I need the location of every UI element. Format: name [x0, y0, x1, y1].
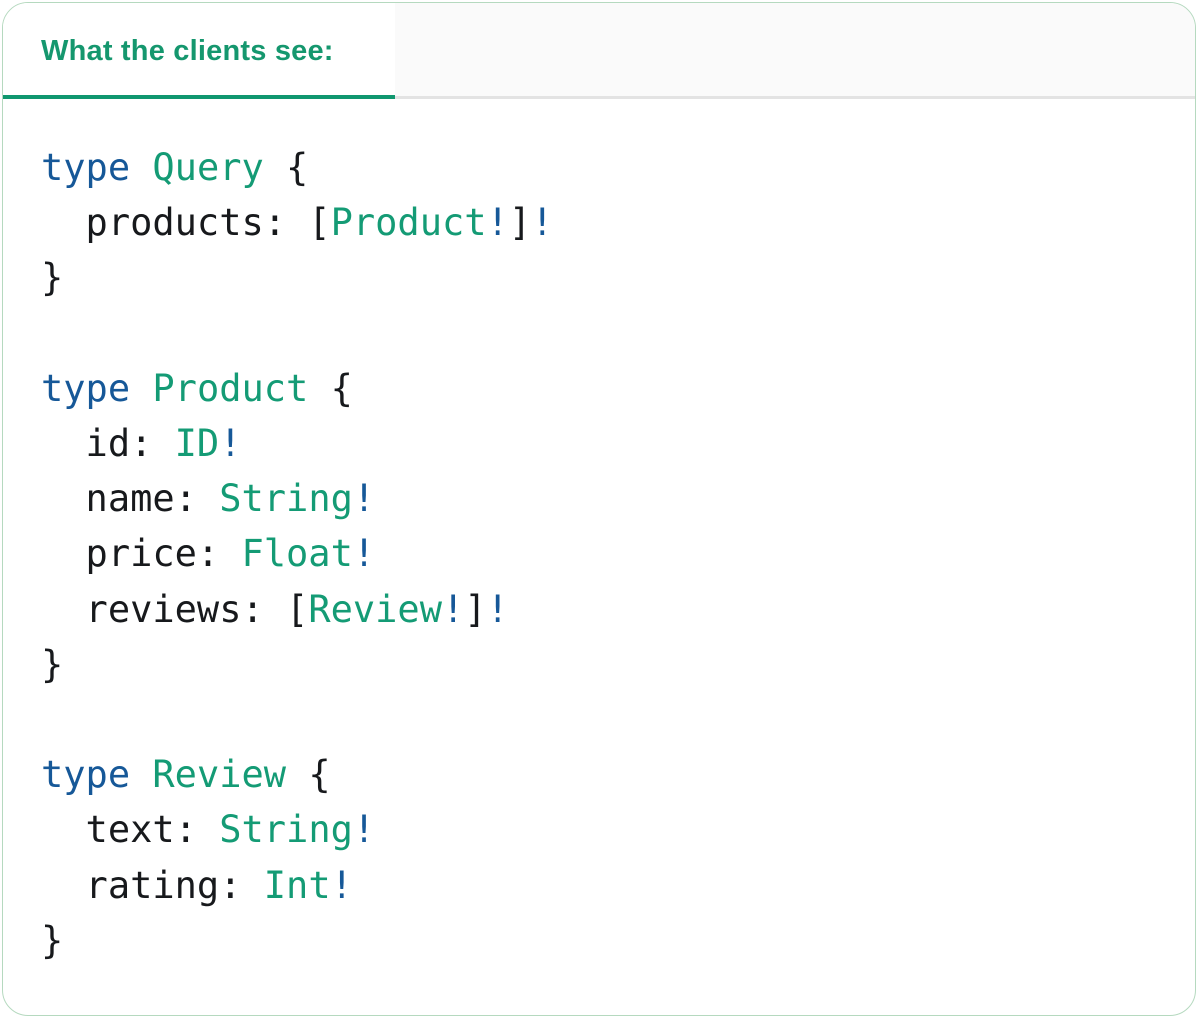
- code-token: ]: [464, 587, 487, 631]
- code-token: }: [41, 256, 64, 300]
- code-token: !: [219, 422, 242, 466]
- code-token: Review: [152, 753, 287, 797]
- code-token: name:: [41, 477, 220, 521]
- code-token: Int: [263, 863, 331, 907]
- code-token: Review: [308, 587, 442, 631]
- code-token: {: [308, 366, 353, 410]
- code-token: !: [486, 587, 509, 631]
- code-token: Float: [241, 532, 353, 576]
- code-token: reviews: [: [41, 587, 309, 631]
- code-token: !: [531, 201, 554, 245]
- code-token: [130, 367, 152, 410]
- code-token: text:: [41, 808, 220, 852]
- code-token: !: [352, 808, 376, 852]
- code-token: price:: [41, 532, 242, 576]
- code-token: {: [263, 146, 309, 189]
- code-token: }: [41, 918, 64, 962]
- tab-label: What the clients see:: [41, 34, 334, 67]
- code-token: !: [330, 863, 353, 907]
- code-token: type: [41, 146, 131, 189]
- code-block-header: What the clients see:: [3, 3, 1195, 99]
- code-token: id:: [41, 422, 175, 466]
- code-token: Query: [152, 146, 264, 189]
- code-token: Product: [152, 366, 309, 410]
- tab-active-indicator: [3, 95, 395, 99]
- code-token: products: [: [41, 201, 331, 245]
- graphql-schema-code: type Query { products: [Product!]! } typ…: [3, 99, 1195, 968]
- code-token: [130, 753, 152, 796]
- code-token: !: [486, 201, 509, 245]
- code-token: }: [41, 642, 64, 686]
- code-token: String: [219, 808, 353, 852]
- code-token: Product: [330, 201, 487, 245]
- code-token: !: [441, 587, 465, 631]
- header-divider: [3, 96, 1195, 99]
- tab-what-clients-see[interactable]: What the clients see:: [3, 3, 395, 99]
- code-token: ID: [174, 422, 220, 466]
- code-token: !: [352, 532, 376, 576]
- code-token: ]: [508, 201, 532, 245]
- code-token: type: [41, 366, 131, 410]
- code-token: [130, 146, 152, 189]
- code-token: String: [219, 477, 353, 521]
- code-token: {: [286, 753, 331, 797]
- code-token: rating:: [41, 863, 264, 907]
- code-token: !: [352, 477, 376, 521]
- code-token: type: [41, 753, 131, 797]
